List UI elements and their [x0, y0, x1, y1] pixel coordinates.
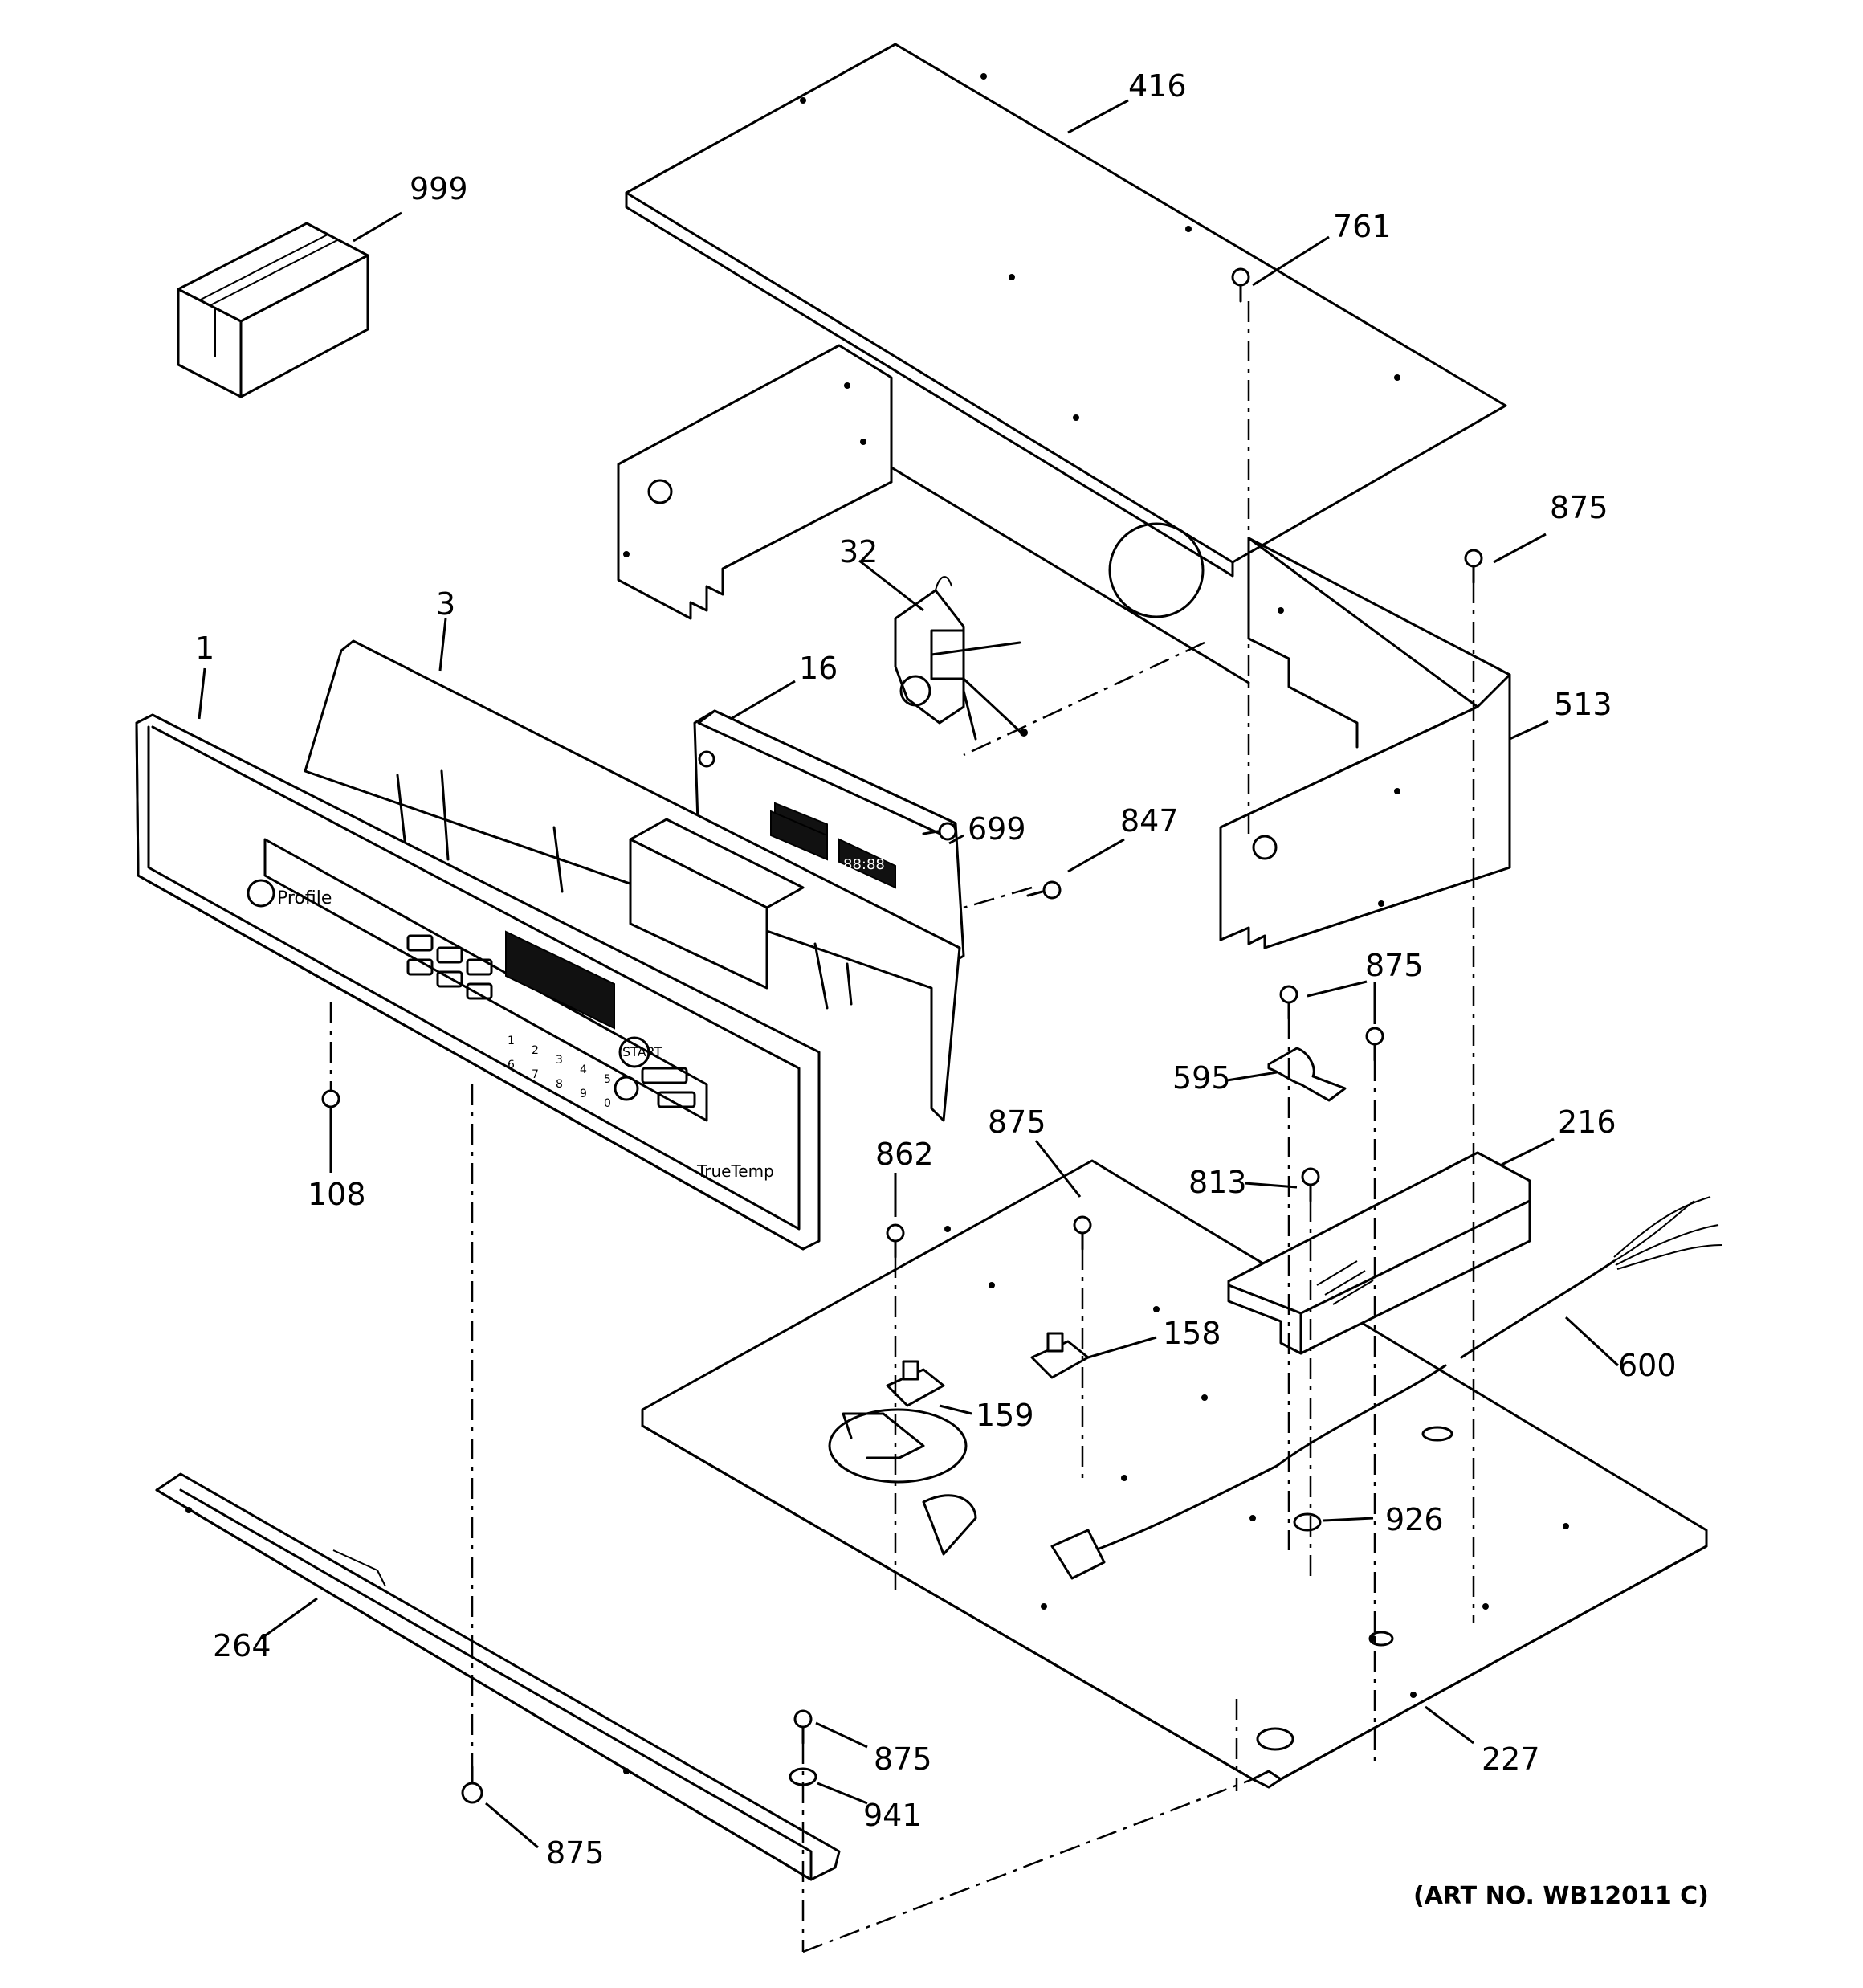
board-display-text: 88:88 [843, 856, 885, 873]
part-926-grommet[interactable] [1293, 1512, 1322, 1532]
callout-761: 761 [1333, 209, 1392, 244]
callout-264: 264 [213, 1628, 271, 1663]
callout-941: 941 [863, 1798, 922, 1833]
keypad [406, 934, 696, 1108]
screw-862[interactable] [886, 1223, 905, 1259]
screw-875-middle-b[interactable] [1365, 1027, 1384, 1062]
part-1-control-panel[interactable]: Profile TrueTemp START 1 2 3 4 5 6 7 8 9 [135, 713, 821, 1251]
callout-875: 875 [988, 1104, 1046, 1140]
callout-999: 999 [410, 171, 468, 206]
screw-847[interactable] [1026, 880, 1062, 900]
callout-labels: 416 999 761 875 32 3 1 16 513 699 847 87… [195, 68, 1677, 1871]
callout-108: 108 [308, 1177, 366, 1212]
svg-text:3: 3 [556, 1054, 563, 1067]
part-227-bottom-panel[interactable] [641, 1159, 1708, 1789]
part-513-wrapper[interactable] [617, 344, 1511, 949]
screw-875-top-right[interactable] [1464, 549, 1483, 584]
callout-32: 32 [839, 534, 878, 569]
part-16-control-board[interactable]: 88:88 [693, 709, 965, 970]
screw-875-lower-center[interactable] [793, 1709, 813, 1745]
callout-159: 159 [976, 1398, 1034, 1433]
svg-text:7: 7 [532, 1068, 539, 1081]
screw-875-bottom-left[interactable] [461, 1766, 483, 1804]
callout-847: 847 [1120, 803, 1179, 839]
callout-227: 227 [1482, 1741, 1540, 1777]
screw-699[interactable] [922, 822, 957, 841]
art-number: (ART NO. WB12011 C) [1413, 1882, 1709, 1910]
callout-813: 813 [1188, 1165, 1247, 1200]
callout-926: 926 [1385, 1502, 1444, 1537]
start-key-text: START [622, 1044, 662, 1059]
truetemp-text: TrueTemp [696, 1161, 774, 1181]
callout-1: 1 [195, 631, 214, 666]
svg-text:8: 8 [556, 1078, 563, 1091]
callout-158: 158 [1163, 1316, 1221, 1351]
part-216-cover[interactable] [1227, 1151, 1531, 1355]
part-159-thermostat[interactable] [886, 1360, 945, 1407]
callout-875: 875 [546, 1835, 605, 1871]
callout-600: 600 [1618, 1348, 1677, 1383]
screw-875-middle-a[interactable] [1279, 985, 1298, 1020]
callout-875: 875 [1550, 490, 1608, 525]
callout-875: 875 [874, 1741, 932, 1777]
assembly-lines [329, 301, 1475, 1953]
callout-16: 16 [799, 651, 838, 686]
number-keys: 1 2 3 4 5 6 7 8 9 0 [508, 1035, 611, 1110]
part-600-harness[interactable] [1050, 1196, 1723, 1580]
screw-761[interactable] [1231, 267, 1250, 303]
callout-513: 513 [1554, 687, 1612, 722]
svg-text:4: 4 [580, 1063, 587, 1076]
screw-813[interactable] [1301, 1167, 1320, 1202]
screw-875-bottom-center[interactable] [1073, 1215, 1092, 1251]
leader-lines [198, 99, 1620, 1849]
brand-logo-text: Profile [277, 888, 332, 908]
svg-text:9: 9 [580, 1088, 587, 1100]
callout-699: 699 [968, 811, 1026, 847]
part-595-clamp[interactable] [1267, 1047, 1347, 1102]
svg-text:6: 6 [508, 1059, 515, 1072]
part-32-fan-motor[interactable] [894, 576, 1028, 741]
svg-text:0: 0 [604, 1097, 611, 1110]
callout-875: 875 [1365, 948, 1424, 983]
part-264-trim[interactable] [155, 1472, 841, 1881]
svg-text:5: 5 [604, 1073, 611, 1086]
callout-216: 216 [1558, 1104, 1616, 1140]
svg-text:1: 1 [508, 1035, 515, 1047]
callout-862: 862 [875, 1137, 934, 1172]
callout-416: 416 [1128, 68, 1187, 104]
callout-3: 3 [436, 586, 455, 622]
part-3-panel-backer[interactable] [304, 639, 961, 1122]
part-999-box[interactable] [177, 222, 369, 398]
callout-595: 595 [1172, 1060, 1231, 1096]
svg-text:2: 2 [532, 1044, 539, 1057]
part-416-top-cover[interactable] [625, 43, 1507, 578]
